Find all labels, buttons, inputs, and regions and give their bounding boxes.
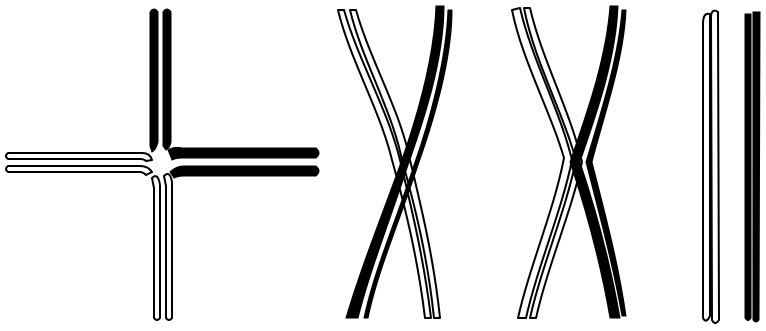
- white-strand-vertical-2: [164, 174, 172, 320]
- white-strand-horizontal-1: [6, 153, 152, 161]
- white-strand-2: [711, 11, 719, 323]
- black-strand-horizontal-1: [168, 147, 319, 160]
- black-strand-horizontal-2: [170, 166, 319, 178]
- stage-x-2: [500, 0, 640, 331]
- black-strand-vertical-1: [150, 9, 158, 152]
- white-strand-1: [703, 14, 710, 321]
- x2-svg: [500, 0, 640, 331]
- black-strand-1: [745, 14, 751, 321]
- stage-parallel: [690, 0, 766, 331]
- black-strand-2: [753, 12, 760, 322]
- cross-svg: [0, 0, 330, 331]
- x1-svg: [330, 0, 470, 331]
- white-strand-vertical-1: [152, 176, 160, 320]
- stage-cross: [0, 0, 330, 331]
- black-strand-vertical-2: [163, 9, 171, 150]
- parallel-svg: [690, 0, 766, 331]
- stage-x-1: [330, 0, 470, 331]
- white-strand-horizontal-2: [6, 166, 152, 175]
